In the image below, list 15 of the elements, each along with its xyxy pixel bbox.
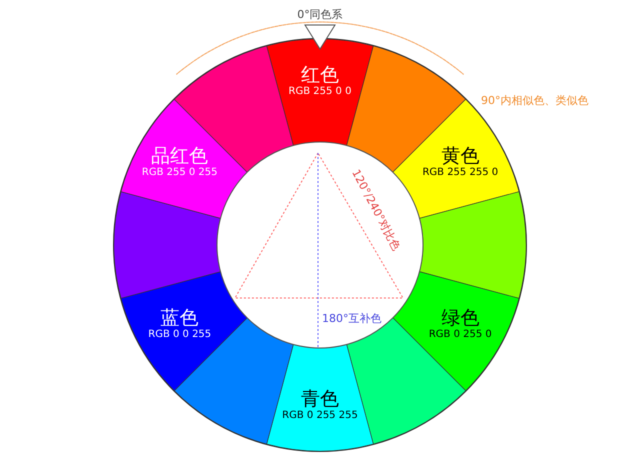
color-name: 蓝色 [160,307,199,329]
rgb-value: RGB 255 0 0 [288,86,352,98]
color-name: 黄色 [441,145,480,167]
color-name: 青色 [301,388,339,410]
rgb-value: RGB 0 0 255 [148,329,212,341]
pointer-label: 0°同色系 [297,7,343,22]
color-name: 绿色 [441,307,480,329]
rgb-value: RGB 0 255 0 [428,329,492,341]
rgb-value: RGB 255 255 0 [422,167,498,179]
rgb-value: RGB 255 0 255 [142,167,218,179]
rgb-value: RGB 0 255 255 [282,410,358,422]
color-name: 品红色 [151,145,208,167]
axis-label: 180°互补色 [322,311,382,326]
range-label: 90°内相似色、类似色 [481,93,588,108]
color-name: 红色 [301,64,339,86]
